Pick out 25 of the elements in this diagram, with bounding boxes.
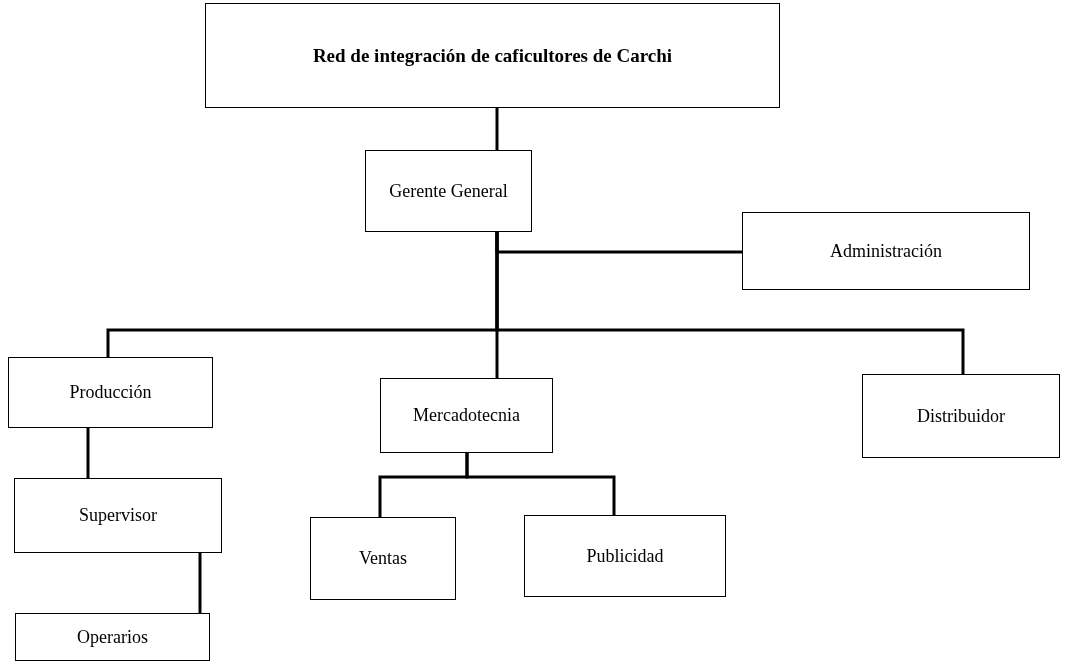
box-label: Publicidad — [586, 545, 664, 567]
box-label: Distribuidor — [917, 405, 1005, 427]
box-label: Operarios — [77, 626, 148, 648]
org-box — [8, 357, 213, 428]
connector-line — [495, 108, 499, 150]
org-box — [365, 150, 532, 232]
org-box — [310, 517, 456, 600]
org-box — [862, 374, 1060, 458]
org-box — [380, 378, 553, 453]
org-box — [15, 613, 210, 661]
org-box — [742, 212, 1030, 290]
org-box — [524, 515, 726, 597]
box-label: Ventas — [359, 548, 407, 569]
box-label: Supervisor — [79, 505, 157, 526]
connector-line — [198, 553, 202, 613]
connector-line — [86, 428, 90, 478]
connector-line — [465, 453, 616, 515]
box-label: Producción — [69, 382, 152, 403]
title-box — [205, 3, 780, 108]
box-label: Red de integración de caficultores de Carchi — [312, 44, 673, 67]
org-box — [14, 478, 222, 553]
box-label: Mercadotecnia — [413, 405, 520, 426]
connector-line — [495, 232, 965, 374]
box-label: Gerente General — [389, 180, 508, 202]
box-label: Administración — [830, 240, 942, 262]
